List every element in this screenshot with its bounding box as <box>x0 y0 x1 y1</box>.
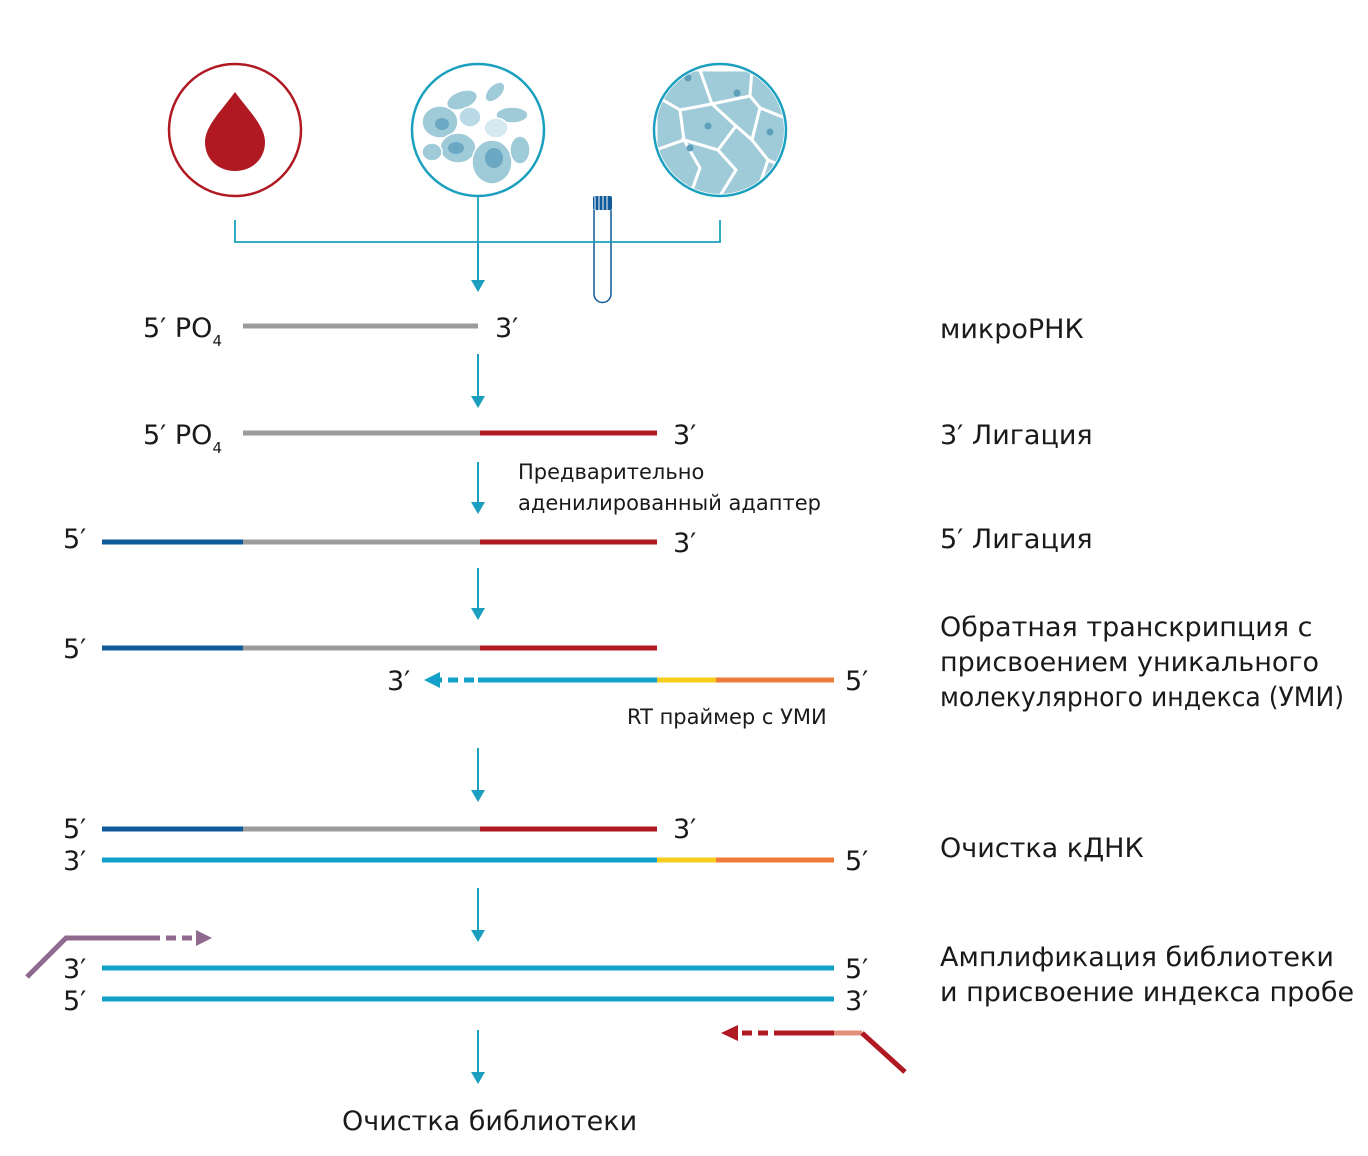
final-step-label: Очистка библиотеки <box>342 1106 637 1137</box>
cdna-bottom-5-end-label: 5′ <box>845 846 868 877</box>
step-label-3-ligation: 3′ Лигация <box>940 420 1093 451</box>
step-label-rt-line-2: присвоением уникального <box>940 647 1319 678</box>
amp-top-3-end-label: 3′ <box>63 954 86 985</box>
step-label-cdna-cleanup: Очистка кДНК <box>940 833 1144 864</box>
rt-template-5-end-label: 5′ <box>63 634 86 665</box>
rt-primer-strand <box>424 672 834 688</box>
mirna-5-po4-label: 5′ PO4 <box>143 313 222 350</box>
step-arrow-2 <box>471 354 485 408</box>
step-label-mirna: микроРНК <box>940 314 1084 345</box>
cells-icon <box>410 62 546 198</box>
step-label-rt-line-1: Обратная транскрипция с <box>940 612 1313 643</box>
forward-index-primer <box>25 930 212 979</box>
reverse-index-primer <box>721 1025 907 1074</box>
amp-bottom-3-end-label: 3′ <box>845 986 868 1017</box>
adapter-annotation-line-2: аденилированный адаптер <box>518 491 821 515</box>
ligation5-5-end-label: 5′ <box>63 524 86 555</box>
step-label-amplification-line-1: Амплификация библиотеки <box>940 942 1334 973</box>
step-arrow-5 <box>471 748 485 802</box>
step-arrow-1 <box>471 242 485 292</box>
cdna-bottom-3-end-label: 3′ <box>63 846 86 877</box>
rt-primer-annotation: RT праймер с УМИ <box>627 705 827 729</box>
amp-top-5-end-label: 5′ <box>845 954 868 985</box>
mirna-3-end-label: 3′ <box>495 313 518 344</box>
cdna-top-3-end-label: 3′ <box>673 814 696 845</box>
step-arrow-4 <box>471 568 485 620</box>
step-label-rt-line-3: молекулярного индекса (УМИ) <box>940 682 1344 713</box>
step-label-5-ligation: 5′ Лигация <box>940 524 1093 555</box>
amplification-strands <box>102 965 834 1002</box>
ligation3-5-po4-label: 5′ PO4 <box>143 420 222 457</box>
rt-primer-3-end-label: 3′ <box>387 666 410 697</box>
adapter-annotation-line-1: Предварительно <box>518 460 704 484</box>
step-arrow-7 <box>471 1030 485 1084</box>
step-label-amplification-line-2: и присвоение индекса пробе <box>940 977 1354 1008</box>
sample-connector <box>234 196 721 243</box>
rt-primer-5-end-label: 5′ <box>845 666 868 697</box>
cdna-top-5-end-label: 5′ <box>63 814 86 845</box>
blood-drop-icon <box>167 62 303 198</box>
amp-bottom-5-end-label: 5′ <box>63 986 86 1017</box>
ligation3-3-end-label: 3′ <box>673 420 696 451</box>
step-arrows <box>471 242 485 1084</box>
step-arrow-3 <box>471 462 485 514</box>
ligation5-3-end-label: 3′ <box>673 528 696 559</box>
step-arrow-6 <box>471 888 485 942</box>
test-tube-icon <box>593 196 612 304</box>
tissue-icon <box>652 62 788 198</box>
